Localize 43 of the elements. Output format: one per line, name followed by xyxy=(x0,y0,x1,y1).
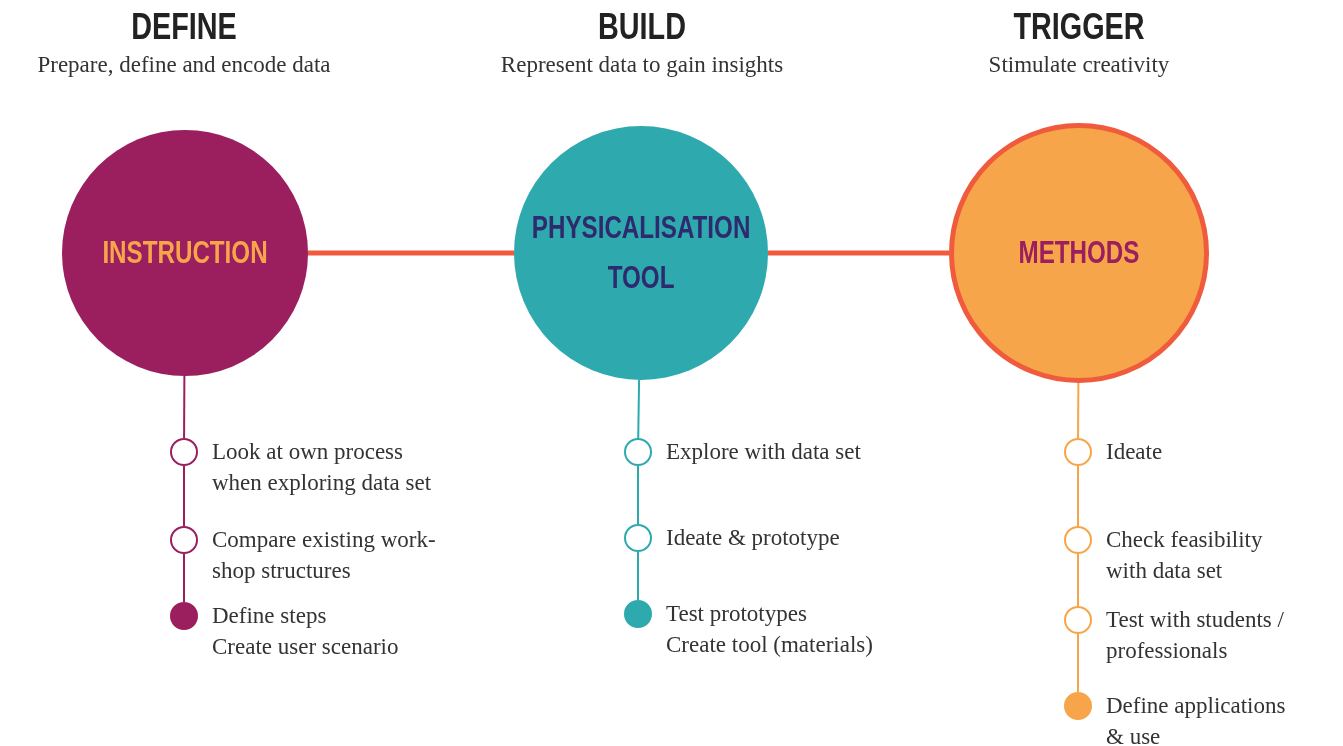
step-text: Define applications & use xyxy=(1106,692,1287,746)
connector-line xyxy=(768,250,949,256)
stage-title: INSTRUCTION xyxy=(101,234,269,272)
step-circle xyxy=(1064,606,1092,634)
step-text: Create user scenario xyxy=(212,633,400,661)
stage-title: PHYSICALISATION TOOL xyxy=(531,209,751,297)
connector-line xyxy=(637,551,639,601)
step-circle xyxy=(624,524,652,552)
connector-line xyxy=(637,465,639,525)
step-dot xyxy=(624,600,652,628)
step-circle xyxy=(624,438,652,466)
column-subtitle: Prepare, define and encode data xyxy=(37,52,331,78)
column-subtitle: Represent data to gain insights xyxy=(500,52,784,78)
connector-line xyxy=(1077,465,1079,527)
step-dot xyxy=(170,602,198,630)
step-text: Check feasibility with data set xyxy=(1106,526,1264,585)
step-text: Ideate xyxy=(1106,438,1164,466)
connector-line xyxy=(1077,633,1079,693)
connector-line xyxy=(183,375,186,439)
step-text: Compare existing work-shop structures xyxy=(212,526,437,585)
column-heading: DEFINE xyxy=(130,6,238,48)
connector-line xyxy=(183,553,185,603)
column-subtitle: Stimulate creativity xyxy=(988,52,1170,78)
step-text: Test with students / professionals xyxy=(1106,606,1285,665)
step-text: Explore with data set xyxy=(666,438,862,466)
column-heading: BUILD xyxy=(597,6,687,48)
column-heading: TRIGGER xyxy=(1012,6,1146,48)
step-text: Test prototypes xyxy=(666,600,808,628)
connector-line xyxy=(1077,553,1079,607)
step-circle xyxy=(1064,526,1092,554)
step-text: Define steps xyxy=(212,602,328,630)
step-text: Look at own process when exploring data set xyxy=(212,438,433,497)
connector-line xyxy=(1077,382,1080,439)
step-dot xyxy=(1064,692,1092,720)
connector-line xyxy=(183,465,185,527)
step-text: Ideate & prototype xyxy=(666,524,841,552)
connector-line xyxy=(637,379,641,439)
step-circle xyxy=(170,526,198,554)
stage-title: METHODS xyxy=(1017,234,1141,272)
step-circle xyxy=(170,438,198,466)
step-circle xyxy=(1064,438,1092,466)
step-text: Create tool (materials) xyxy=(666,631,874,659)
connector-line xyxy=(308,250,514,256)
